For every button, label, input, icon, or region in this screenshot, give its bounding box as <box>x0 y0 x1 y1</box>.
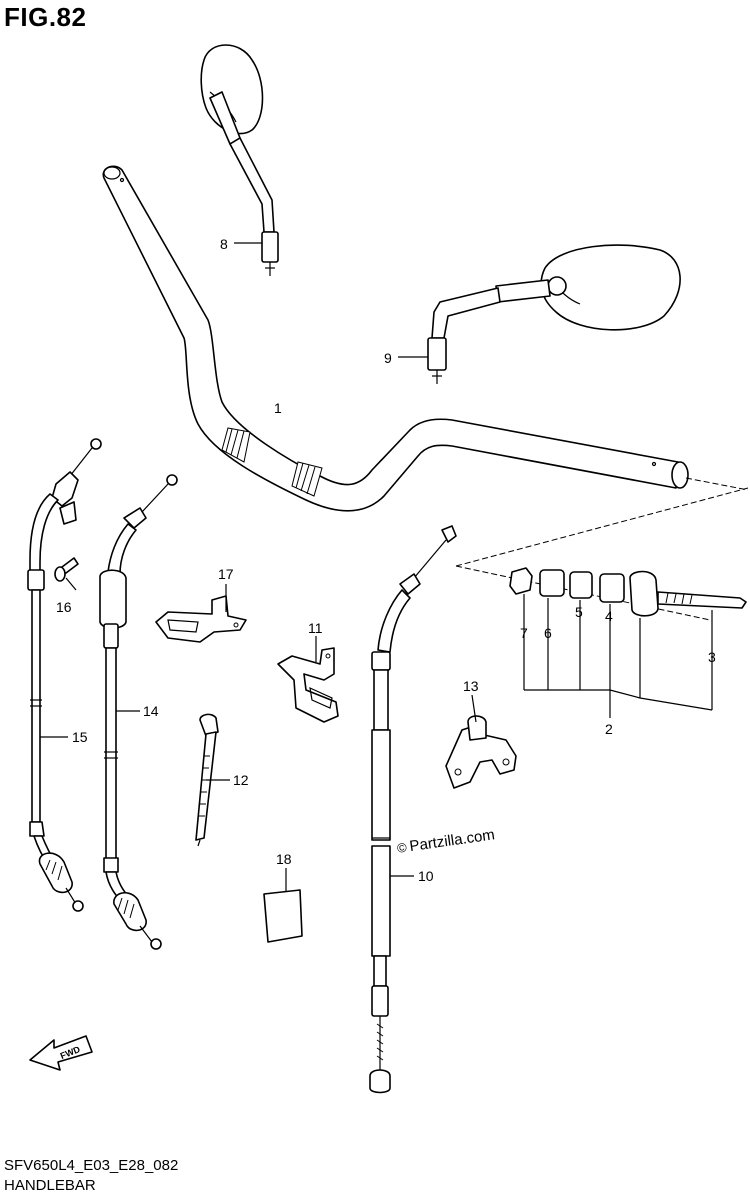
callout-8: 8 <box>220 236 228 252</box>
figure-title: FIG.82 <box>4 2 87 32</box>
left-choke-cable <box>27 438 102 912</box>
bracket-part-11 <box>277 647 339 723</box>
callout-11: 11 <box>308 620 323 636</box>
callout-17: 17 <box>218 566 234 582</box>
handlebar <box>102 165 689 512</box>
diagram-code: SFV650L4_E03_E28_082 <box>4 1157 179 1174</box>
copyright-icon: © <box>396 839 408 856</box>
callout-18: 18 <box>276 851 292 867</box>
left-mirror <box>200 44 279 276</box>
right-mirror <box>427 244 681 384</box>
callout-14: 14 <box>143 703 159 719</box>
bracket-part-17 <box>155 595 247 643</box>
callout-3: 3 <box>708 649 716 665</box>
callout-9: 9 <box>384 350 392 366</box>
callout-7: 7 <box>520 625 528 641</box>
callout-10: 10 <box>418 868 434 884</box>
bar-end-parts <box>509 567 747 718</box>
callout-13: 13 <box>463 678 479 694</box>
callout-6: 6 <box>544 625 552 641</box>
callout-2: 2 <box>605 721 613 737</box>
callout-numbers: 1 2 3 4 5 6 7 8 9 10 11 12 13 14 15 16 1… <box>56 236 716 884</box>
callout-1: 1 <box>274 400 282 416</box>
bracket-part-13 <box>445 715 517 789</box>
clutch-cable-10 <box>369 525 457 1094</box>
cable-tie-12 <box>195 713 219 847</box>
callout-4: 4 <box>605 608 613 624</box>
diagram-name: HANDLEBAR <box>4 1177 96 1194</box>
callout-leaders <box>40 242 477 892</box>
callout-5: 5 <box>575 604 583 620</box>
callout-16: 16 <box>56 599 72 615</box>
screw-part-16 <box>54 557 79 582</box>
callout-12: 12 <box>233 772 249 788</box>
label-sticker-18 <box>263 889 303 943</box>
callout-15: 15 <box>72 729 88 745</box>
throttle-cable-14 <box>99 474 178 950</box>
forward-direction-arrow: FWD <box>29 1035 93 1071</box>
